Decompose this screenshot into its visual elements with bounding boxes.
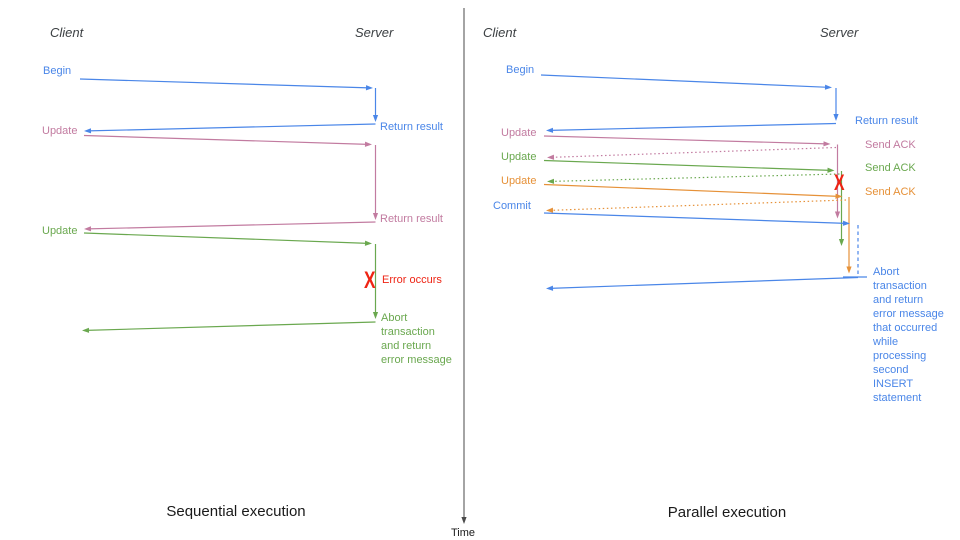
par-send-ack2-arrow — [547, 173, 840, 184]
seq-update1-server-line — [372, 145, 379, 220]
par-update3-request-arrow — [543, 183, 843, 199]
par-send-ack3-arrow — [546, 199, 847, 213]
seq-begin-server-line — [372, 88, 379, 122]
seq-return-result2-arrow — [84, 221, 376, 232]
par-update3-server-line — [846, 197, 852, 274]
seq-begin-request-arrow — [79, 78, 373, 91]
seq-update2-request-arrow — [83, 232, 372, 246]
par-update1-server-line — [834, 144, 841, 219]
seq-update1-request-arrow — [83, 134, 372, 147]
seq-update2-server-line — [372, 244, 379, 319]
par-update2-server-line — [838, 171, 845, 246]
par-update2-request-arrow — [543, 159, 835, 173]
par-send-ack1-arrow — [547, 146, 837, 160]
par-begin-request-arrow — [540, 74, 832, 90]
par-abort-return-arrow — [546, 276, 859, 291]
seq-return-result-arrow — [84, 123, 376, 134]
time-axis — [461, 8, 467, 524]
par-update1-request-arrow — [543, 135, 831, 147]
par-begin-server-line — [833, 88, 839, 121]
par-return-result-arrow — [546, 122, 837, 133]
seq-abort-return-arrow — [82, 321, 376, 333]
par-commit-request-arrow — [543, 212, 850, 226]
